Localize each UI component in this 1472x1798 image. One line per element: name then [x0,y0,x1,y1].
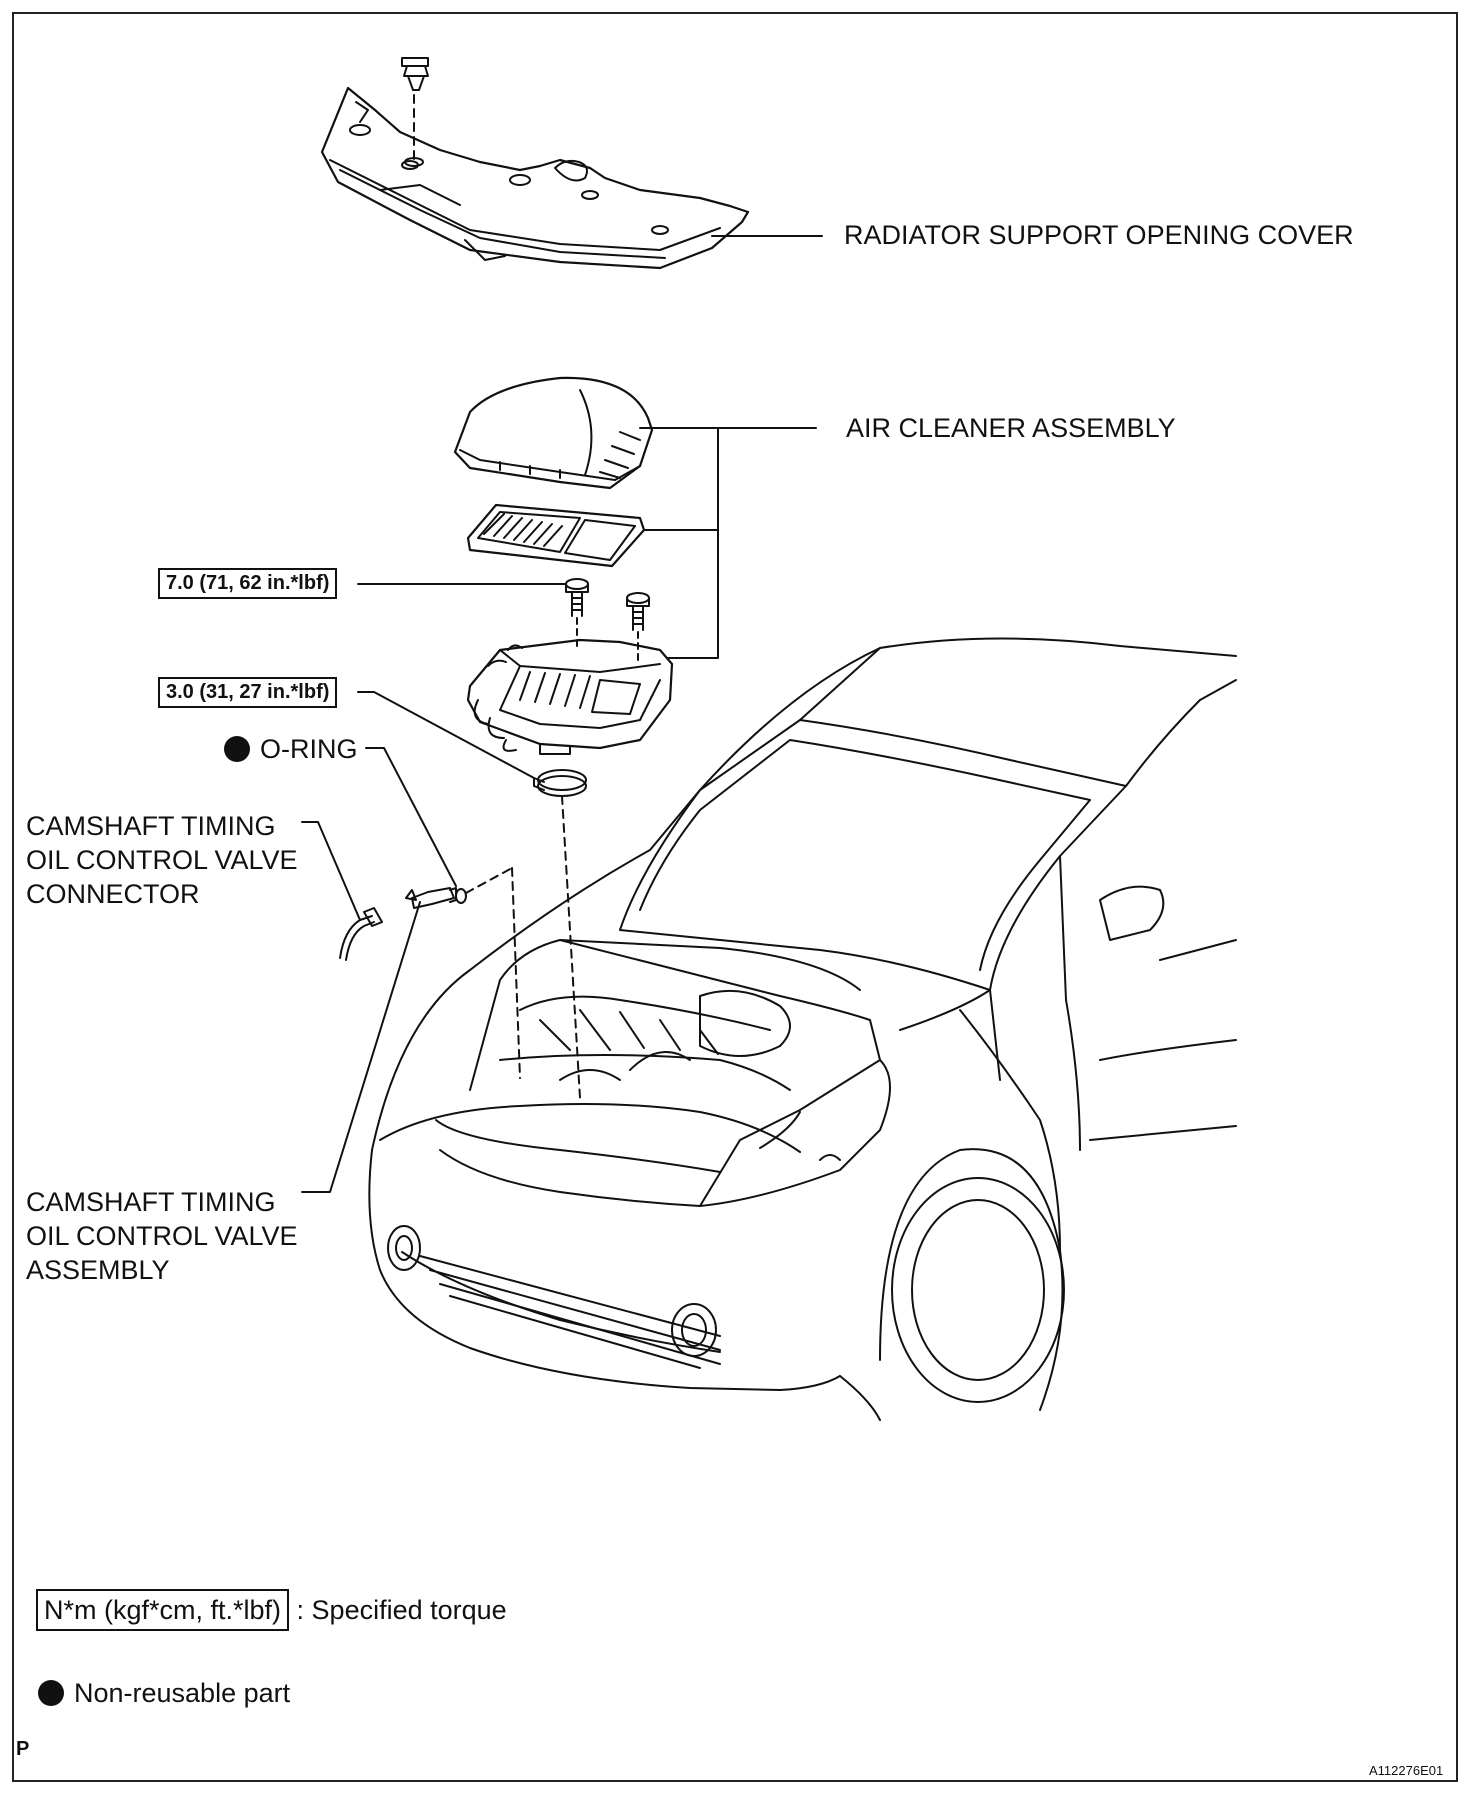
label-connector-line1: CAMSHAFT TIMING [26,811,276,841]
air-cleaner-case-part [466,638,674,755]
figure-id: A112276E01 [1369,1763,1444,1778]
legend-non-reusable-dot-icon [38,1680,64,1706]
hose-clamp-part [533,769,587,1099]
valve-connector-part [339,907,383,961]
legend-non-reusable-desc: Non-reusable part [74,1678,291,1708]
air-filter-element-part [466,503,646,568]
label-valve-line1: CAMSHAFT TIMING [26,1187,276,1217]
o-ring-text: O-RING [260,734,358,764]
corner-letter: P [16,1738,30,1760]
legend-torque-unit-box: N*m (kgf*cm, ft.*lbf) [36,1589,290,1631]
air-cleaner-cap-part [453,376,654,490]
legend-torque-desc: : Specified torque [296,1595,507,1625]
legend-non-reusable: Non-reusable part [38,1676,290,1710]
torque-box-clamp: 3.0 (31, 27 in.*lbf) [158,677,338,708]
label-o-ring: O-RING [224,732,358,766]
diagram-frame [12,12,1458,1782]
non-reusable-dot-icon [224,736,250,762]
label-valve-line2: OIL CONTROL VALVE [26,1221,298,1251]
legend-torque: N*m (kgf*cm, ft.*lbf) : Specified torque [36,1589,507,1631]
label-connector-line3: CONNECTOR [26,879,200,909]
leader-lines [301,235,823,1193]
label-radiator-support-opening-cover: RADIATOR SUPPORT OPENING COVER [844,220,1354,250]
label-air-cleaner-assembly: AIR CLEANER ASSEMBLY [846,413,1176,443]
oil-control-valve-part [405,867,521,1079]
radiator-support-cover-part [320,86,750,270]
bolts-part [565,578,650,661]
torque-box-bolts: 7.0 (71, 62 in.*lbf) [158,568,338,599]
cover-clip-part [401,57,429,167]
label-connector-line2: OIL CONTROL VALVE [26,845,298,875]
label-valve-line3: ASSEMBLY [26,1255,170,1285]
vehicle-body-outline [368,637,1237,1421]
